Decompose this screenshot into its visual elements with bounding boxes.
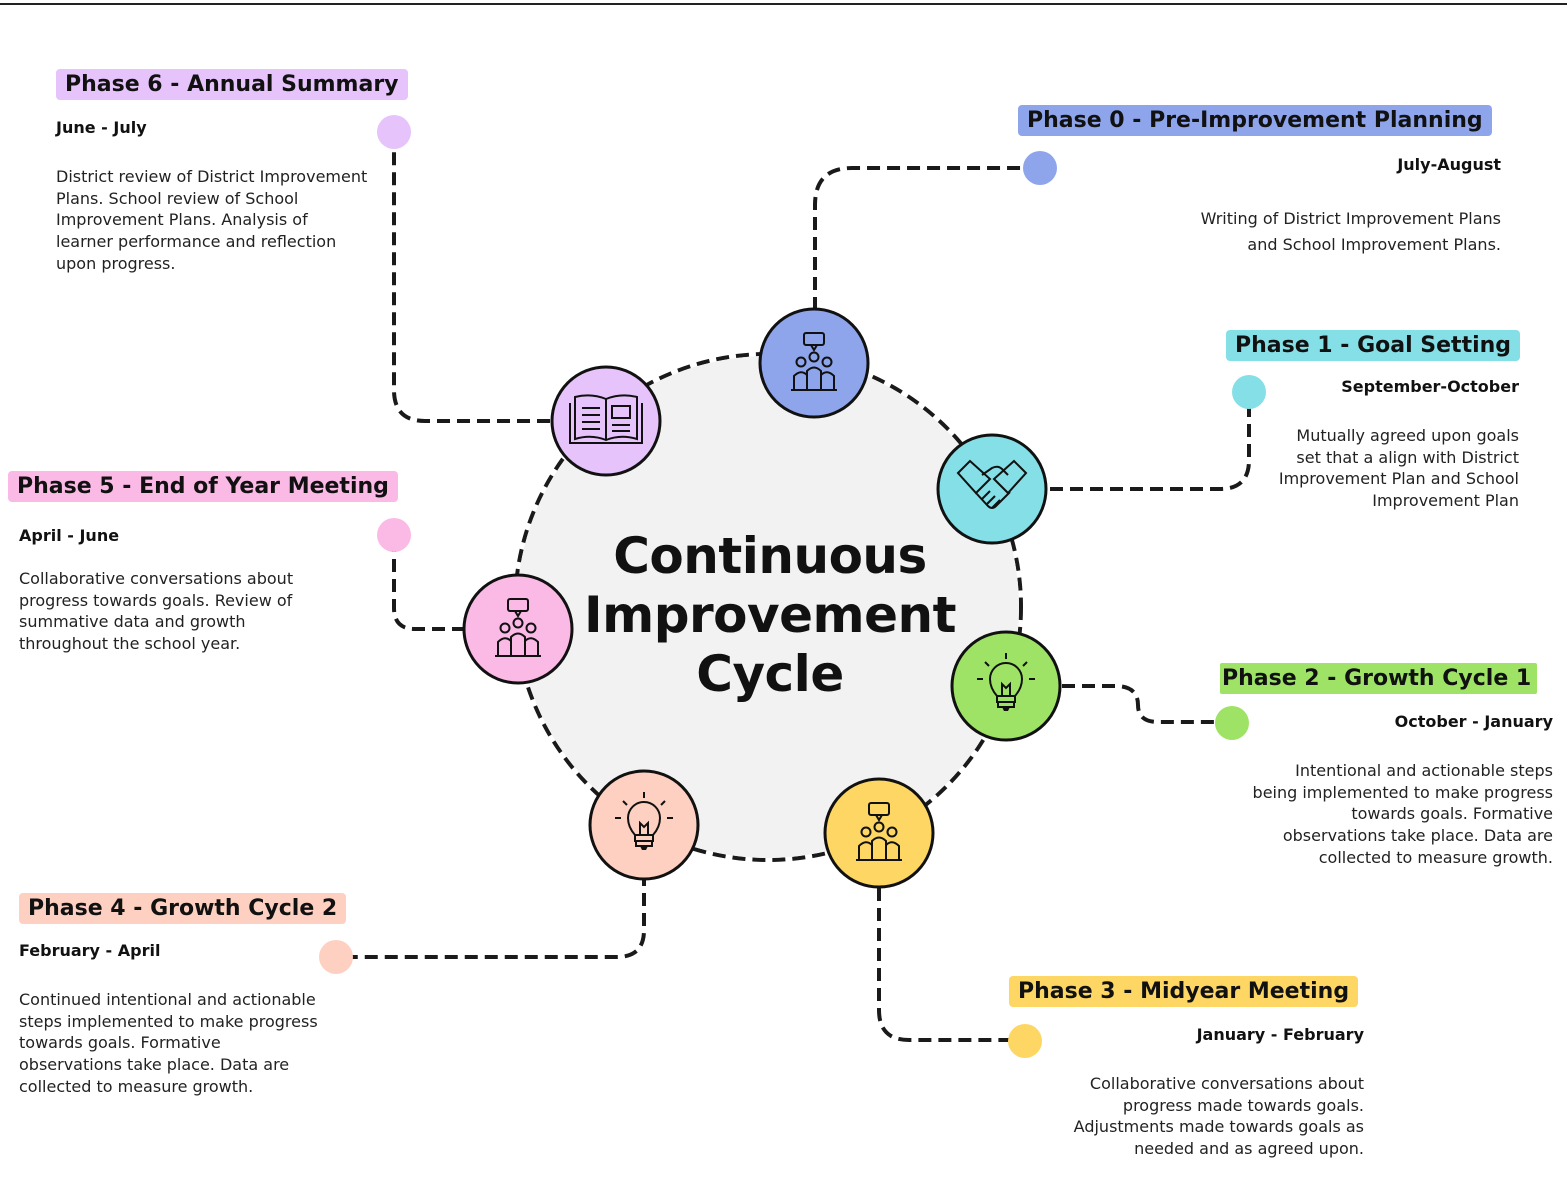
phase-3-node (823, 777, 935, 889)
phase-0-description: Writing of District Improvement Plans an… (1201, 206, 1501, 258)
phase-1-endpoint-dot (1232, 375, 1266, 409)
description-line: needed and as agreed upon. (1134, 1139, 1364, 1159)
connector-phase-0 (813, 166, 1040, 310)
top-border-line (0, 3, 1567, 5)
description-line: throughout the school year. (19, 634, 241, 654)
phase-0-endpoint-dot (1023, 151, 1057, 185)
connector-phase-1 (1050, 392, 1251, 491)
phase-6-description: District review of District Improvement … (56, 166, 367, 275)
description-line: learner performance and reflection (56, 232, 337, 252)
phase-2-label: Phase 2 - Growth Cycle 1 (1220, 663, 1538, 694)
phase-1-dates: September-October (1341, 377, 1519, 396)
phase-4-endpoint-dot (319, 940, 353, 974)
description-line: collected to measure growth. (19, 1076, 254, 1096)
phase-2-description: Intentional and actionable steps being i… (1253, 760, 1553, 869)
phase-1-label: Phase 1 - Goal Setting (1226, 330, 1521, 361)
phase-3-label: Phase 3 - Midyear Meeting (1009, 976, 1359, 1007)
connector-phase-4 (336, 873, 646, 959)
phase-3-dates: January - February (1196, 1025, 1364, 1044)
phase-5-label: Phase 5 - End of Year Meeting (8, 471, 398, 502)
connector-phase-3 (877, 888, 1025, 1042)
phase-3-endpoint-dot (1008, 1024, 1042, 1058)
connector-phase-6 (392, 132, 550, 423)
title-line-3: Cycle (696, 645, 844, 703)
description-line: observations take place. Data are (19, 1055, 290, 1075)
description-line: Improvement Plan and School (1278, 469, 1519, 489)
central-circle (517, 356, 1019, 858)
phase-5-endpoint-dot (377, 518, 411, 552)
description-line: Mutually agreed upon goals (1296, 426, 1519, 445)
phase-4-description: Continued intentional and actionable ste… (19, 989, 318, 1098)
description-line: District review of District Improvement (56, 167, 368, 186)
description-line: Adjustments made towards goals as (1073, 1117, 1364, 1137)
phase-4-dates: February - April (19, 941, 161, 960)
phase-2-endpoint-dot (1215, 706, 1249, 740)
phase-3-description: Collaborative conversations about progre… (1074, 1073, 1364, 1160)
phase-6-label: Phase 6 - Annual Summary (56, 69, 408, 100)
description-line: upon progress. (56, 253, 176, 273)
phase-6-dates: June - July (56, 118, 147, 137)
description-line: Collaborative conversations about (19, 569, 294, 588)
phase-1-description: Mutually agreed upon goals set that a al… (1279, 425, 1519, 512)
title-line-1: Continuous (613, 527, 927, 585)
description-line: Continued intentional and actionable (19, 990, 316, 1009)
connector-phase-2 (1062, 684, 1230, 724)
description-line: set that a align with District (1296, 447, 1519, 467)
description-line: being implemented to make progress (1252, 782, 1553, 802)
phase-2-node (950, 630, 1062, 742)
description-line: Plans. School review of School (56, 188, 299, 208)
description-line: Writing of District Improvement Plans (1200, 209, 1501, 228)
phase-5-node (462, 573, 574, 685)
description-line: Intentional and actionable steps (1295, 761, 1553, 780)
phase-4-node (588, 769, 700, 881)
phase-6-endpoint-dot (377, 115, 411, 149)
description-line: Improvement Plan (1372, 491, 1519, 511)
description-line: summative data and growth (19, 612, 246, 632)
phase-1-node (936, 433, 1048, 545)
phase-4-label: Phase 4 - Growth Cycle 2 (19, 893, 347, 924)
description-line: towards goals. Formative (19, 1033, 221, 1053)
description-line: progress made towards goals. (1122, 1095, 1364, 1115)
connector-phase-5 (392, 535, 465, 631)
title-line-2: Improvement (583, 586, 957, 644)
phase-2-dates: October - January (1394, 712, 1553, 731)
phase-5-description: Collaborative conversations about progre… (19, 568, 293, 655)
phase-6-node (550, 365, 662, 477)
description-line: observations take place. Data are (1282, 826, 1553, 846)
description-line: and School Improvement Plans. (1247, 235, 1501, 254)
phase-0-node (758, 307, 870, 419)
description-line: collected to measure growth. (1318, 847, 1553, 867)
phase-0-dates: July-August (1397, 155, 1501, 174)
phase-5-dates: April - June (19, 526, 120, 545)
phase-0-label: Phase 0 - Pre-Improvement Planning (1018, 105, 1492, 136)
description-line: progress towards goals. Review of (19, 590, 293, 610)
description-line: towards goals. Formative (1351, 804, 1553, 824)
description-line: Improvement Plans. Analysis of (56, 210, 308, 230)
description-line: steps implemented to make progress (19, 1011, 318, 1031)
description-line: Collaborative conversations about (1089, 1074, 1364, 1093)
